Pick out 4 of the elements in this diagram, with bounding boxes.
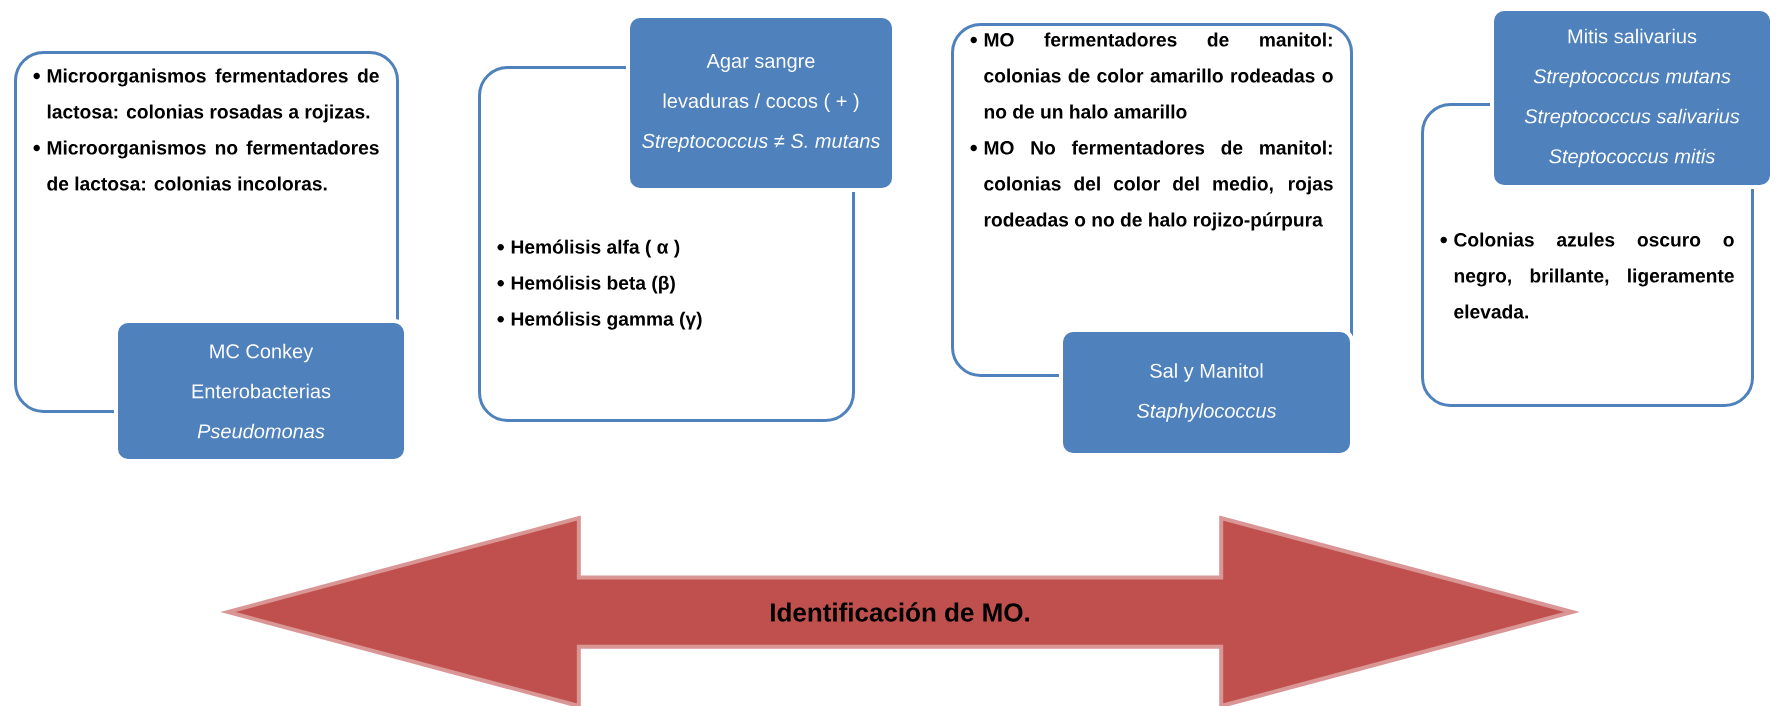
medium-label-box: Mitis salivarius Streptococcus mutans Streptococcus salivarius Steptococcus mitis [1490,7,1775,189]
medium-label-box: Agar sangre levaduras / cocos ( + ) Streptococcus ≠ S. mutans [626,14,896,192]
medium-label-box: Sal y Manitol Staphylococcus [1059,328,1355,457]
medium-label-box: MC Conkey Enterobacterias Pseudomonas [114,319,408,463]
